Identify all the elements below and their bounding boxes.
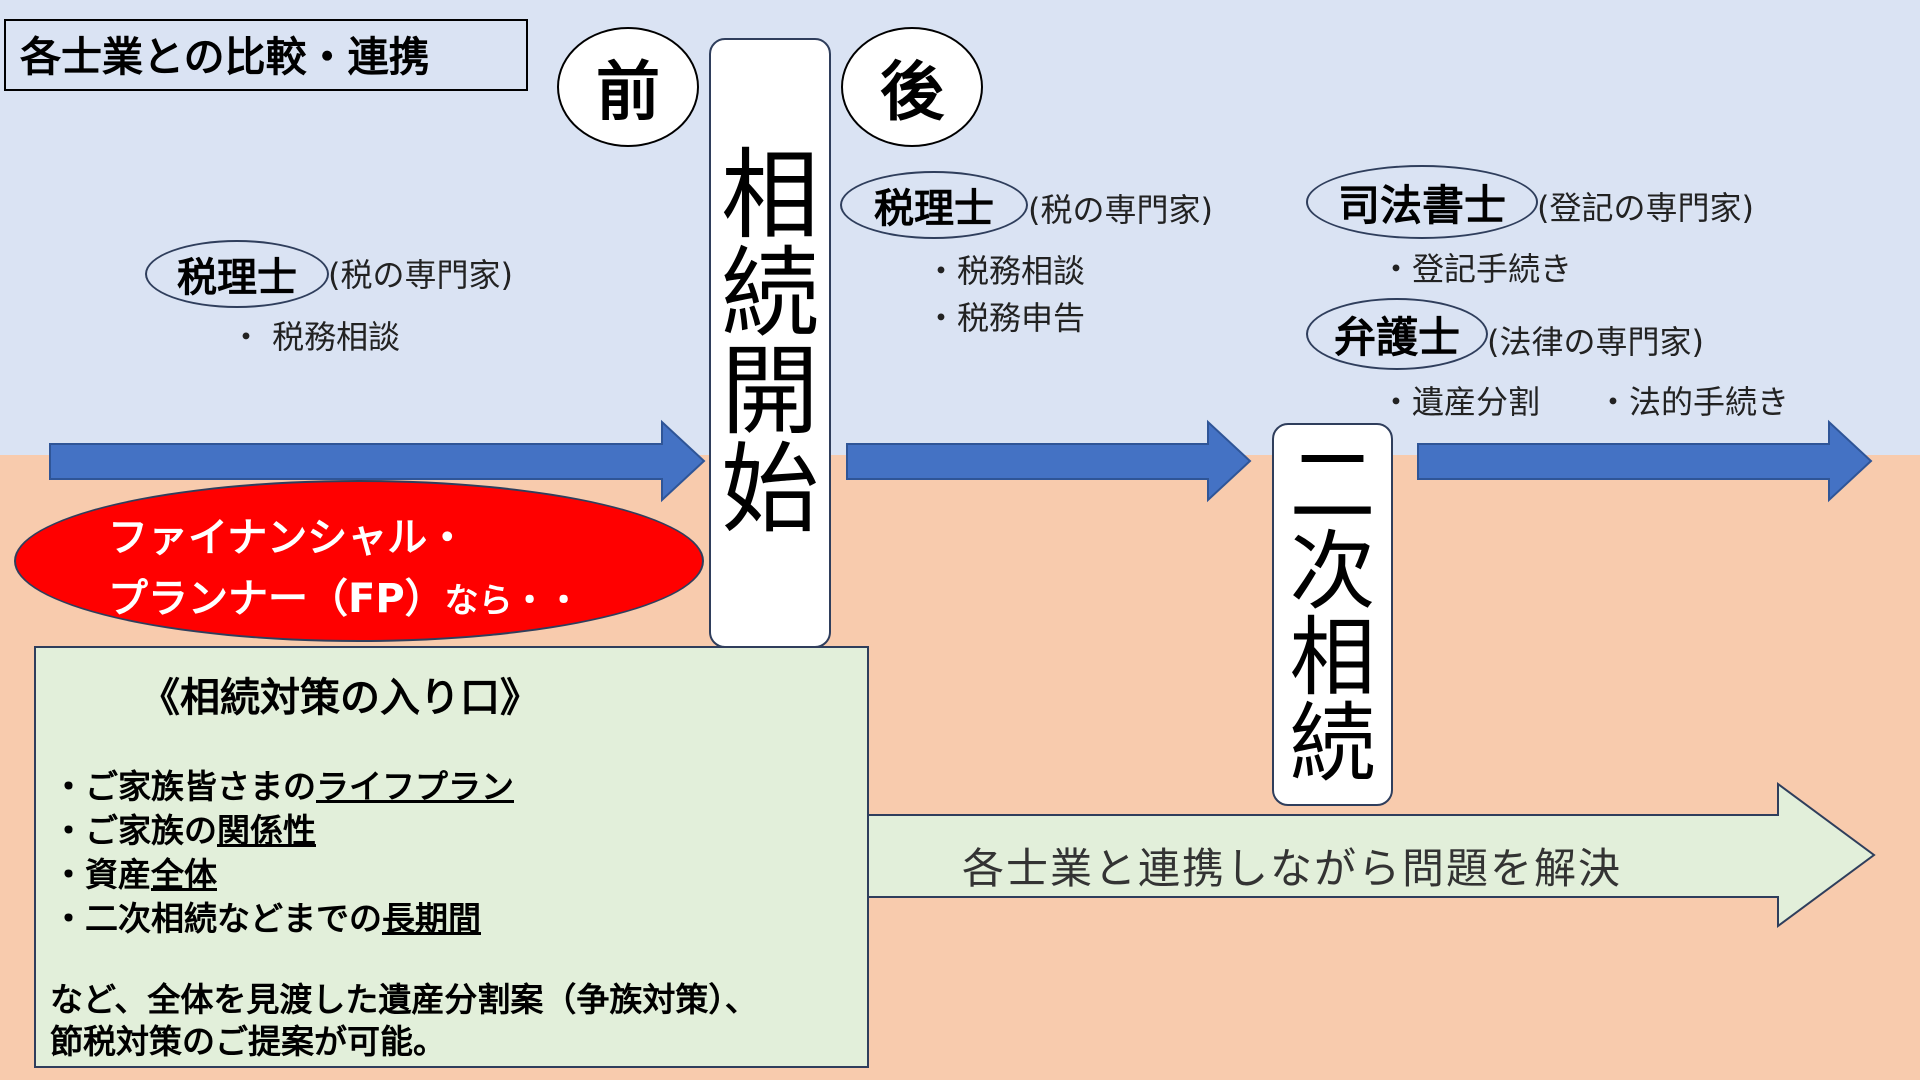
tax-accountant-before-label: 税理士 xyxy=(145,240,329,308)
secondary-inheritance-char-2: 次 xyxy=(1289,521,1376,622)
lawyer-label: 弁護士 xyxy=(1306,298,1488,370)
fp-text-line2-suffix: なら・・ xyxy=(444,581,581,621)
lawyer-task-1: ・遺産分割 xyxy=(1380,383,1541,421)
timeline-arrow-after xyxy=(846,419,1252,503)
fp-box-item-4: ・二次相続などまでの長期間 xyxy=(52,899,481,938)
secondary-inheritance-char-3: 相 xyxy=(1289,607,1376,708)
fp-box-footer-line1: など、全体を見渡した遺産分割案（争族対策）、 xyxy=(50,980,758,1019)
fp-text-line1: ファイナンシャル・ xyxy=(108,515,468,561)
fp-text-line2: プランナー（FP）なら・・ xyxy=(108,566,581,624)
fp-box-item-3: ・資産全体 xyxy=(52,855,217,894)
secondary-inheritance-char-4: 続 xyxy=(1289,693,1376,794)
judicial-scrivener-label: 司法書士 xyxy=(1306,165,1538,239)
secondary-inheritance-char-1: 二 xyxy=(1289,435,1376,536)
after-label-circle: 後 xyxy=(841,27,983,147)
fp-box-item-2: ・ご家族の関係性 xyxy=(52,811,316,850)
inheritance-start-char-1: 相 xyxy=(720,139,819,253)
page-title: 各士業との比較・連携 xyxy=(4,19,528,91)
fp-box-item-1: ・ご家族皆さまのライフプラン xyxy=(52,767,514,806)
before-label-circle: 前 xyxy=(557,27,699,147)
tax-accountant-before-description: (税の専門家) xyxy=(328,256,513,294)
collaboration-text: 各士業と連携しながら問題を解決 xyxy=(962,844,1623,893)
judicial-scrivener-description: (登記の専門家) xyxy=(1537,189,1754,227)
fp-advantages-box xyxy=(34,646,869,1068)
lawyer-description: (法律の専門家) xyxy=(1487,323,1704,361)
judicial-scrivener-task: ・登記手続き xyxy=(1380,250,1573,288)
before-label: 前 xyxy=(596,56,660,130)
inheritance-start-char-4: 始 xyxy=(720,433,819,547)
collaboration-arrow xyxy=(865,782,1876,928)
timeline-arrow-secondary xyxy=(1417,419,1873,503)
tax-accountant-after-description: (税の専門家) xyxy=(1028,191,1213,229)
lawyer-task-2: ・法的手続き xyxy=(1597,383,1790,421)
inheritance-start-char-2: 続 xyxy=(720,237,819,351)
inheritance-start-char-3: 開 xyxy=(720,335,819,449)
inheritance-start-box: 相続開始 xyxy=(709,38,831,648)
tax-accountant-after-task-2: ・税務申告 xyxy=(925,299,1086,337)
secondary-inheritance-box: 二次相続 xyxy=(1272,423,1393,806)
fp-ellipse xyxy=(14,480,704,642)
timeline-arrow-before xyxy=(49,419,706,503)
after-label: 後 xyxy=(880,56,944,130)
fp-box-heading: 《相続対策の入り口》 xyxy=(140,675,540,721)
tax-accountant-after-task-1: ・税務相談 xyxy=(925,252,1086,290)
fp-box-footer-line2: 節税対策のご提案が可能。 xyxy=(50,1022,446,1061)
tax-accountant-before-task: ・ 税務相談 xyxy=(230,318,401,356)
tax-accountant-after-label: 税理士 xyxy=(840,171,1028,239)
fp-text-line2-main: プランナー（FP） xyxy=(108,576,445,622)
